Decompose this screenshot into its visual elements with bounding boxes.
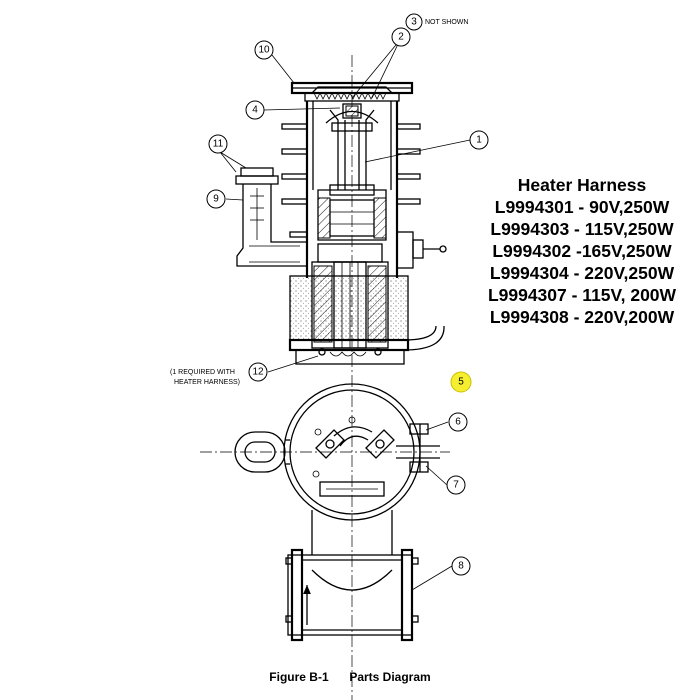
callout-10: 10 [254, 40, 274, 60]
callout-1: 1 [469, 130, 489, 150]
heater-harness-list: Heater Harness L9994301 - 90V,250W L9994… [468, 174, 696, 328]
required-note-line2: HEATER HARNESS) [174, 379, 240, 386]
upper-assembly [235, 55, 447, 700]
plan-view [200, 383, 450, 521]
figure-number: Figure B-1 [269, 670, 329, 684]
svg-text:3: 3 [411, 17, 417, 28]
leader-lines [219, 39, 471, 591]
not-shown-note: NOT SHOWN [425, 19, 468, 26]
harness-title: Heater Harness [517, 175, 647, 195]
callout-3: 3 NOT SHOWN [405, 13, 468, 31]
svg-text:9: 9 [213, 194, 219, 205]
svg-text:10: 10 [258, 45, 270, 56]
lower-foot [285, 510, 419, 642]
svg-text:8: 8 [458, 561, 464, 572]
callout-6: 6 [448, 412, 468, 432]
harness-item: L9994301 - 90V,250W [494, 197, 670, 217]
svg-text:7: 7 [453, 480, 459, 491]
svg-text:2: 2 [398, 32, 404, 43]
required-note-line1: (1 REQUIRED WITH [170, 369, 235, 376]
callout-8: 8 [451, 556, 471, 576]
svg-text:11: 11 [213, 139, 224, 150]
callout-7: 7 [446, 475, 466, 495]
callout-9: 9 [206, 189, 226, 209]
callout-5: 5 [450, 371, 472, 393]
harness-item: L9994304 - 220V,250W [489, 263, 675, 283]
harness-item: L9994302 -165V,250W [492, 241, 672, 261]
callout-2: 2 [391, 27, 411, 47]
callout-4: 4 [245, 100, 265, 120]
svg-text:5: 5 [458, 377, 464, 388]
harness-item: L9994303 - 115V,250W [490, 219, 674, 239]
harness-item: L9994307 - 115V, 200W [487, 285, 677, 305]
callout-12: 12 [248, 362, 268, 382]
svg-text:4: 4 [252, 105, 258, 116]
callout-11: 11 [208, 134, 228, 154]
harness-item: L9994308 - 220V,200W [489, 307, 675, 327]
svg-text:12: 12 [252, 367, 264, 378]
svg-text:1: 1 [476, 135, 482, 146]
figure-caption: Figure B-1 Parts Diagram [0, 670, 700, 684]
svg-text:6: 6 [455, 417, 461, 428]
figure-title: Parts Diagram [349, 670, 431, 684]
